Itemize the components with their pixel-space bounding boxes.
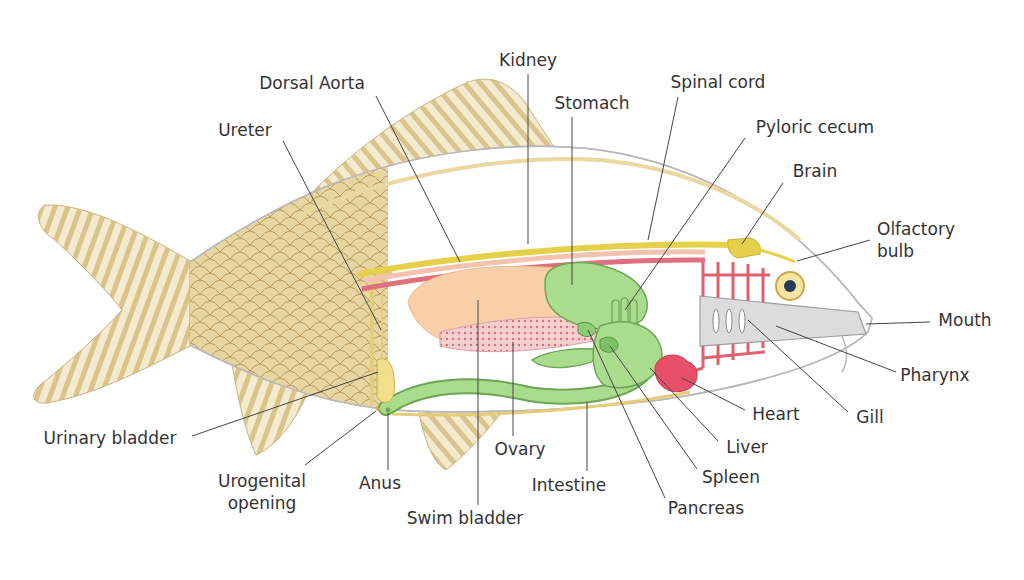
- pharynx: [700, 296, 866, 346]
- urinary-bladder: [377, 359, 394, 403]
- part-label: Spleen: [702, 466, 760, 488]
- scale-pattern: [188, 140, 388, 420]
- olfactory-bulb: [760, 250, 795, 262]
- leader-line: [572, 117, 573, 285]
- leader-line: [283, 141, 381, 330]
- part-label: Urogenital opening: [206, 470, 318, 514]
- leader-line: [682, 378, 745, 410]
- leader-line: [742, 183, 783, 244]
- leader-line: [513, 342, 514, 436]
- leader-line: [478, 300, 479, 505]
- leader-line: [776, 326, 896, 372]
- part-label: Mouth: [938, 309, 991, 331]
- anus: [386, 408, 391, 413]
- ureter: [381, 292, 383, 358]
- urogenital-opening: [376, 407, 380, 411]
- leader-lines: [192, 74, 930, 505]
- part-label: Dorsal Aorta: [259, 72, 365, 94]
- leader-line: [528, 74, 529, 244]
- leader-line: [648, 97, 678, 240]
- part-label: Brain: [793, 160, 838, 182]
- part-label: Gill: [856, 406, 883, 428]
- part-label: Kidney: [499, 49, 557, 71]
- leader-line: [376, 96, 460, 262]
- leader-line: [797, 240, 870, 261]
- part-label: Anus: [359, 472, 401, 494]
- body-outline: [190, 146, 872, 412]
- leader-line: [587, 402, 588, 471]
- leader-line: [866, 322, 930, 324]
- leader-line: [192, 372, 378, 436]
- leader-line: [748, 320, 848, 412]
- leader-line: [588, 330, 665, 498]
- pancreas: [578, 322, 596, 336]
- part-label: Pyloric cecum: [756, 116, 874, 138]
- back-band: [300, 159, 800, 240]
- eye: [776, 272, 804, 300]
- part-label: Olfactory bulb: [877, 218, 987, 262]
- pelvic-fin: [418, 408, 502, 470]
- part-label: Ovary: [495, 438, 546, 460]
- part-label: Heart: [752, 403, 799, 425]
- part-label: Stomach: [555, 92, 630, 114]
- tail-fin: [34, 205, 192, 403]
- leader-line: [305, 411, 376, 465]
- pupil: [784, 280, 796, 292]
- part-label: Spinal cord: [671, 71, 766, 93]
- liver: [593, 322, 662, 388]
- mouth-lip: [842, 336, 847, 372]
- part-label: Liver: [726, 436, 768, 458]
- part-label: Pancreas: [668, 497, 744, 519]
- part-label: Ureter: [218, 119, 272, 141]
- spleen: [600, 337, 618, 352]
- gill-slits: [713, 309, 745, 333]
- leader-line: [625, 138, 745, 310]
- leader-line: [388, 413, 389, 470]
- leader-line: [650, 368, 718, 441]
- part-label: Pharynx: [900, 364, 969, 386]
- part-label: Intestine: [532, 474, 606, 496]
- heart: [655, 355, 697, 392]
- part-label: Swim bladder: [407, 507, 523, 529]
- part-label: Urinary bladder: [44, 427, 177, 449]
